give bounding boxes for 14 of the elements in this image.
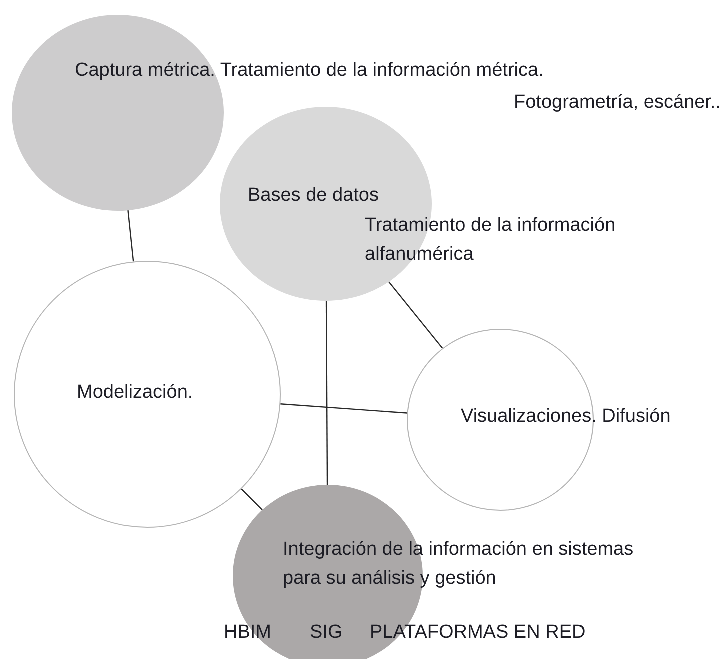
label-text: PLATAFORMAS EN RED [370,622,586,644]
connector-line [326,301,328,485]
label-text: HBIM [224,622,272,644]
label-text: SIG [310,622,343,644]
node-text: Tratamiento de la información alfanumérica [365,214,617,268]
node-text: Modelización. [77,381,194,405]
connector-line [241,488,263,511]
node-text: Captura métrica. Tratamiento de la información métrica. [75,59,544,83]
node-text: Visualizaciones. Difusión [461,405,671,429]
node-text: Bases de datos [248,184,379,208]
connector-line [280,404,408,414]
connector-line [388,282,444,349]
node-text: Fotogrametría, escáner.. [514,91,721,115]
connector-line [128,210,134,262]
